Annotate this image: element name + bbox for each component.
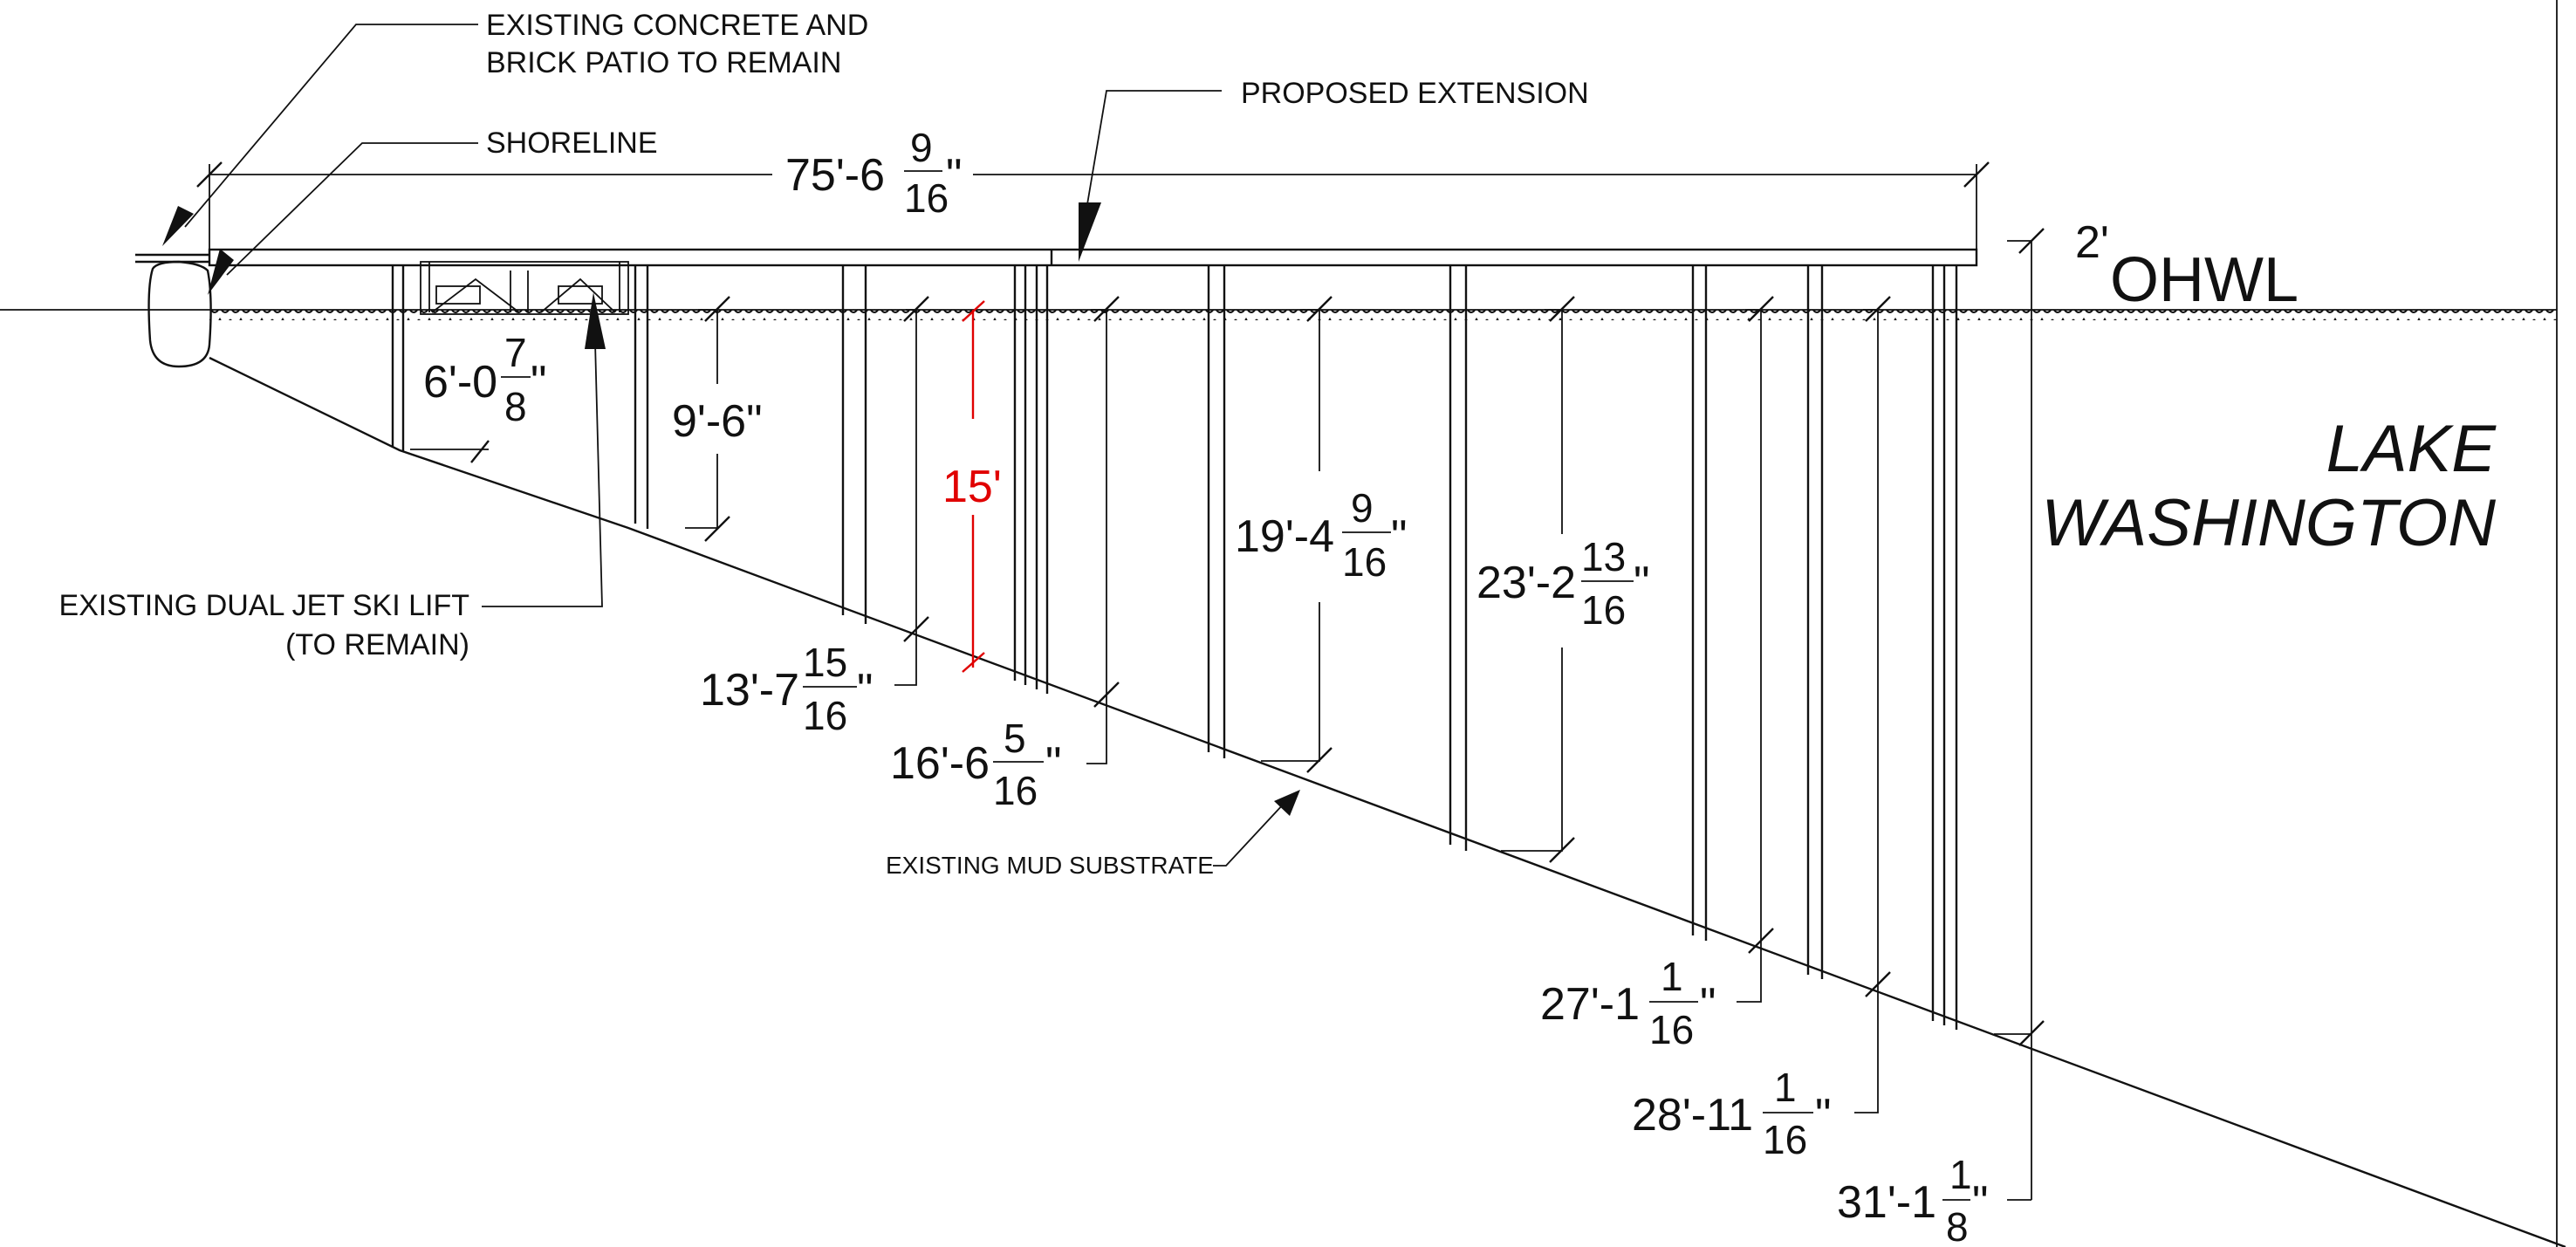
ohwl-marker <box>2007 228 2045 1200</box>
dim-1-tail: " <box>531 357 546 408</box>
depth-dim-6 <box>1261 296 1333 773</box>
depth-dim-9 <box>1854 296 1891 1113</box>
pier-deck <box>135 248 1978 267</box>
depth-dim-1 <box>410 440 490 463</box>
dim-3-den: 16 <box>803 693 847 738</box>
dim-7-num: 13 <box>1581 534 1626 579</box>
lake-label-line2: WASHINGTON <box>2041 486 2496 560</box>
dim-3-tail: " <box>857 665 873 716</box>
ohwl-dim: 2' <box>2075 217 2109 268</box>
dim-1-den: 8 <box>504 384 527 429</box>
depth-dim-8 <box>1737 296 1774 1003</box>
shoreline-rock <box>147 260 212 368</box>
depth-dim-3 <box>894 296 929 686</box>
dim-6-tail: " <box>1391 511 1407 562</box>
overall-dim-num: 9 <box>910 125 933 170</box>
dim-2: 9'-6" <box>672 396 763 447</box>
leader-patio <box>162 24 478 246</box>
label-jet-ski-line1: EXISTING DUAL JET SKI LIFT <box>59 589 469 622</box>
depth-dim-10 <box>1994 1020 2045 1201</box>
label-patio-line1: EXISTING CONCRETE AND <box>486 9 868 42</box>
dim-9-whole: 28'-11 <box>1632 1090 1753 1141</box>
dim-9-den: 16 <box>1763 1117 1807 1162</box>
dim-3-num: 15 <box>803 640 847 685</box>
dim-9-num: 1 <box>1774 1065 1797 1110</box>
dim-10-num: 1 <box>1949 1152 1972 1197</box>
dim-7-den: 16 <box>1581 587 1626 633</box>
label-patio-line2: BRICK PATIO TO REMAIN <box>486 46 841 79</box>
leader-jet-ski <box>482 292 606 607</box>
dim-10-den: 8 <box>1946 1204 1969 1247</box>
dim-10-tail: " <box>1972 1177 1988 1228</box>
depth-dim-5 <box>1086 296 1120 764</box>
dim-6-num: 9 <box>1351 485 1374 531</box>
dim-5-num: 5 <box>1004 716 1026 761</box>
label-proposed-extension: PROPOSED EXTENSION <box>1241 77 1589 110</box>
dim-5-whole: 16'-6 <box>890 738 990 789</box>
dim-6-whole: 19'-4 <box>1235 511 1334 562</box>
depth-dim-2 <box>685 296 730 542</box>
water-surface <box>0 309 2557 320</box>
label-shoreline: SHORELINE <box>486 127 658 160</box>
dim-7-tail: " <box>1634 558 1649 608</box>
dim-6-den: 16 <box>1342 539 1387 585</box>
dim-8-tail: " <box>1700 979 1716 1030</box>
dim-1-whole: 6'-0 <box>423 357 497 408</box>
overall-dim-whole: 75'-6 <box>785 150 885 201</box>
label-mud: EXISTING MUD SUBSTRATE <box>886 852 1214 879</box>
jet-ski-lift <box>420 261 629 315</box>
overall-dim-den: 16 <box>904 175 949 221</box>
dim-7-whole: 23'-2 <box>1476 558 1576 608</box>
dim-8-whole: 27'-1 <box>1540 979 1640 1030</box>
lake-label-line1: LAKE <box>2326 412 2497 486</box>
dim-4: 15' <box>942 462 1002 512</box>
lake-bed-line <box>209 356 2566 1247</box>
depth-dim-4-highlight <box>962 300 985 673</box>
dim-8-den: 16 <box>1649 1007 1694 1052</box>
dim-10-whole: 31'-1 <box>1837 1177 1936 1228</box>
overall-dimension <box>196 140 1990 250</box>
depth-dim-7 <box>1501 296 1575 863</box>
dim-5-tail: " <box>1045 738 1061 789</box>
dim-9-tail: " <box>1815 1090 1831 1141</box>
label-jet-ski-line2: (TO REMAIN) <box>285 628 469 661</box>
pilings <box>391 265 1958 1030</box>
ohwl-label: OHWL <box>2110 245 2299 315</box>
dim-1-num: 7 <box>504 330 527 375</box>
dim-5-den: 16 <box>993 768 1038 813</box>
dim-8-num: 1 <box>1661 954 1683 999</box>
overall-dim-tail: " <box>946 150 962 201</box>
leader-mud <box>1213 790 1300 867</box>
leader-proposed-extension <box>1079 90 1222 262</box>
leader-shoreline <box>208 142 478 295</box>
dim-3-whole: 13'-7 <box>700 665 799 716</box>
